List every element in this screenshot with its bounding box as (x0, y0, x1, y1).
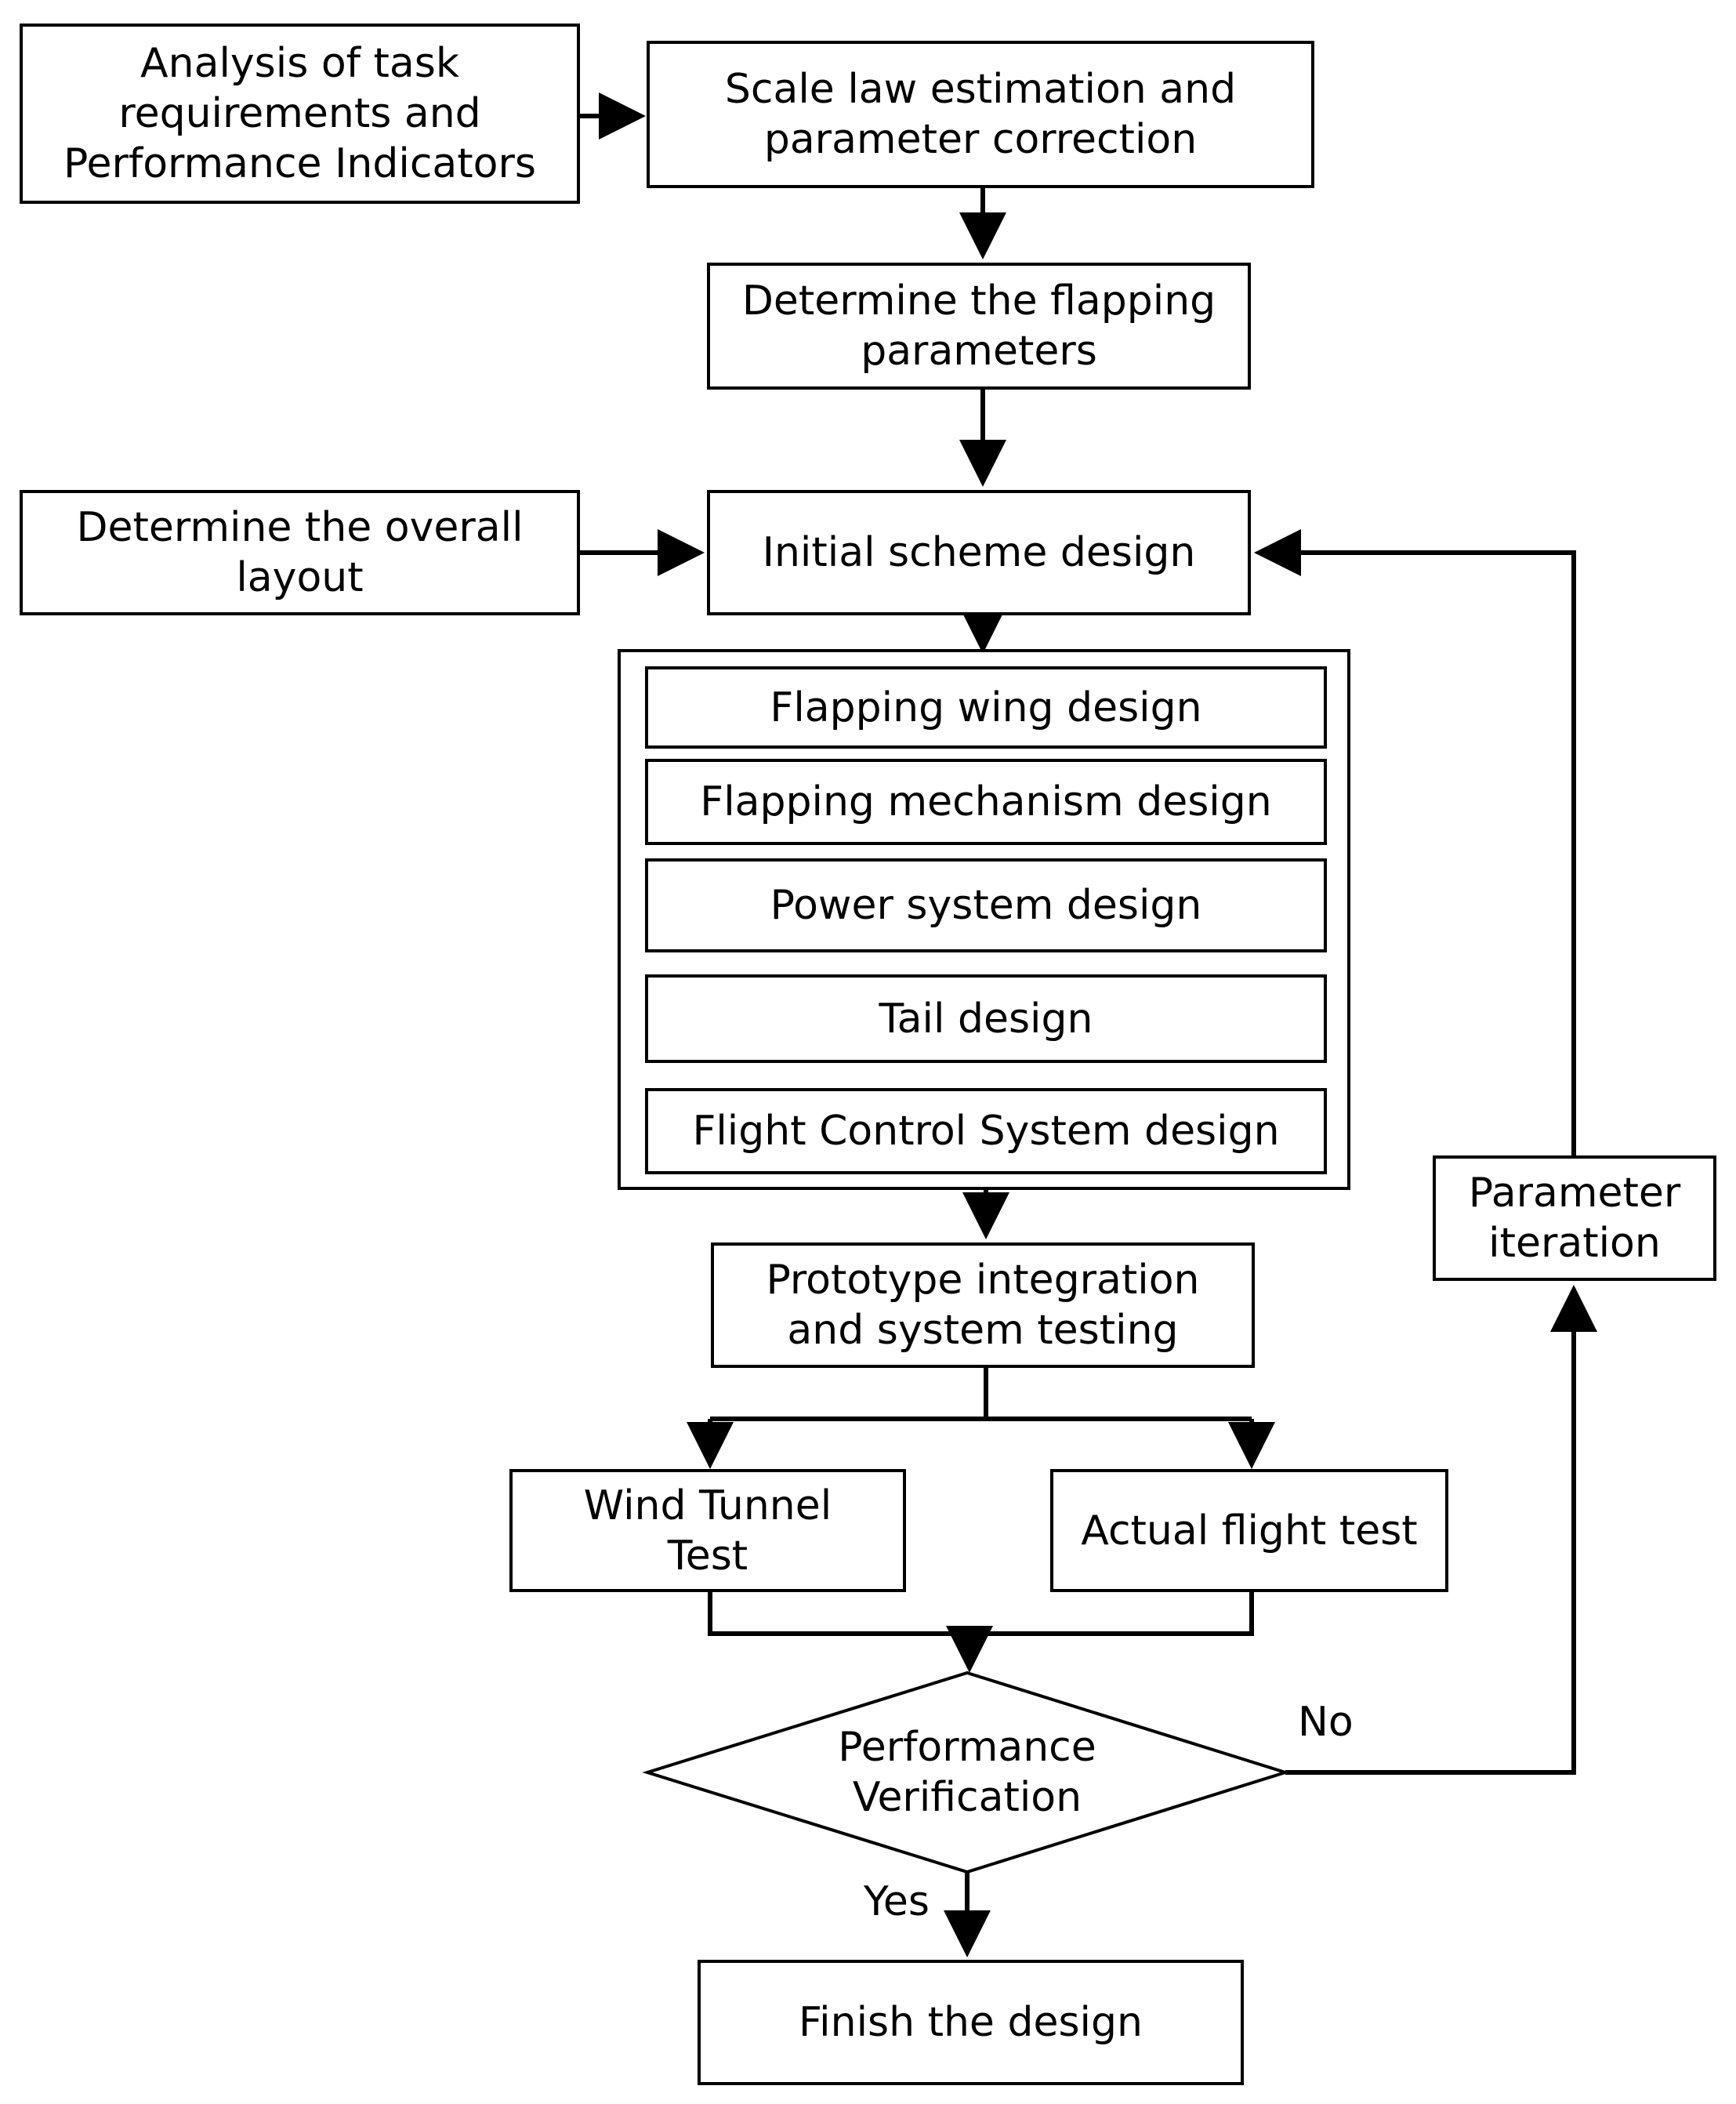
initial-scheme-box: Initial scheme design (707, 490, 1251, 615)
overall-layout-label: Determine the overall layout (76, 504, 524, 601)
edge-prototype-split (710, 1368, 1252, 1421)
actual-flight-box: Actual flight test (1050, 1469, 1448, 1592)
scale-law-label: Scale law estimation and parameter corre… (724, 66, 1237, 163)
flapping-wing-box: Flapping wing design (645, 666, 1327, 749)
flight-control-box: Flight Control System design (645, 1088, 1327, 1174)
wind-tunnel-box: Wind Tunnel Test (509, 1469, 906, 1592)
finish-label: Finish the design (799, 1999, 1143, 2046)
tail-box: Tail design (645, 974, 1327, 1063)
performance-decision-diamond (642, 1671, 1291, 1874)
parameter-iteration-label: Parameter iteration (1468, 1170, 1681, 1267)
yes-edge-label: Yes (864, 1878, 930, 1925)
flight-control-label: Flight Control System design (692, 1108, 1280, 1155)
edge-tests-merge (708, 1592, 1254, 1636)
actual-flight-label: Actual flight test (1081, 1507, 1418, 1554)
scale-law-box: Scale law estimation and parameter corre… (647, 41, 1314, 188)
edge-iteration-to-initial (1254, 529, 1576, 1155)
tail-label: Tail design (879, 995, 1093, 1043)
flapping-wing-label: Flapping wing design (770, 684, 1202, 731)
no-edge-label: No (1298, 1699, 1354, 1746)
flapping-mechanism-box: Flapping mechanism design (645, 759, 1327, 845)
prototype-box: Prototype integration and system testing (711, 1242, 1255, 1368)
task-analysis-label: Analysis of task requirements and Perfor… (63, 40, 536, 187)
edge-no-to-iteration (1285, 1285, 1597, 1775)
finish-box: Finish the design (698, 1960, 1244, 2085)
flapping-params-label: Determine the flapping parameters (741, 278, 1216, 375)
parameter-iteration-box: Parameter iteration (1433, 1155, 1716, 1281)
task-analysis-box: Analysis of task requirements and Perfor… (20, 24, 580, 204)
flapping-params-box: Determine the flapping parameters (707, 263, 1251, 390)
power-system-box: Power system design (645, 858, 1327, 952)
power-system-label: Power system design (770, 882, 1202, 929)
performance-decision-label: Performance Verification (838, 1724, 1096, 1821)
prototype-label: Prototype integration and system testing (766, 1257, 1200, 1354)
flapping-mechanism-label: Flapping mechanism design (700, 778, 1272, 825)
wind-tunnel-label: Wind Tunnel Test (583, 1482, 832, 1580)
overall-layout-box: Determine the overall layout (20, 490, 580, 615)
initial-scheme-label: Initial scheme design (762, 529, 1196, 576)
